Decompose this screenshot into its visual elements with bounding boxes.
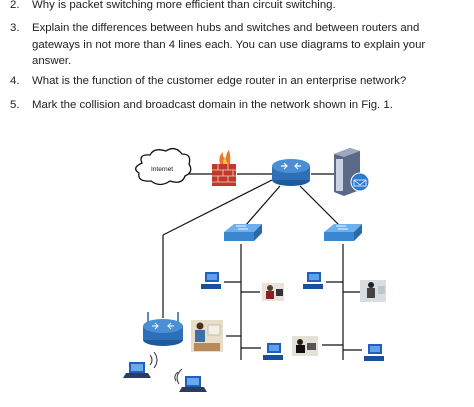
wifi-icon bbox=[174, 368, 183, 385]
person-at-pc-icon bbox=[191, 320, 223, 352]
server-icon bbox=[334, 148, 370, 196]
network-diagram: Internet bbox=[123, 147, 386, 392]
cloud-icon: Internet bbox=[135, 147, 192, 186]
laptop-icon bbox=[179, 376, 207, 392]
question-text: Mark the collision and broadcast domain … bbox=[32, 99, 393, 111]
internet-label: Internet bbox=[151, 166, 173, 173]
firewall-icon bbox=[212, 150, 236, 186]
laptop-icon bbox=[123, 362, 151, 378]
question-number: 2. bbox=[10, 0, 20, 11]
question-number: 3. bbox=[10, 22, 20, 34]
question-text: Why is packet switching more efficient t… bbox=[32, 0, 336, 11]
pc-icon bbox=[263, 343, 283, 360]
person-at-pc-icon bbox=[262, 283, 284, 301]
person-at-pc-icon bbox=[292, 336, 318, 356]
router-icon bbox=[272, 159, 310, 186]
wifi-icon bbox=[149, 351, 158, 369]
pc-icon bbox=[303, 272, 323, 289]
person-at-pc-icon bbox=[360, 280, 386, 302]
question-text: What is the function of the customer edg… bbox=[32, 75, 407, 87]
switch-icon bbox=[224, 224, 262, 241]
pc-icon bbox=[364, 344, 384, 361]
wireless-router-icon bbox=[143, 312, 183, 346]
question-number: 5. bbox=[10, 99, 20, 111]
question-text: Explain the differences between hubs and… bbox=[32, 22, 426, 67]
pc-icon bbox=[201, 272, 221, 289]
network-links bbox=[162, 173, 362, 360]
switch-icon bbox=[324, 224, 362, 241]
question-number: 4. bbox=[10, 75, 20, 87]
